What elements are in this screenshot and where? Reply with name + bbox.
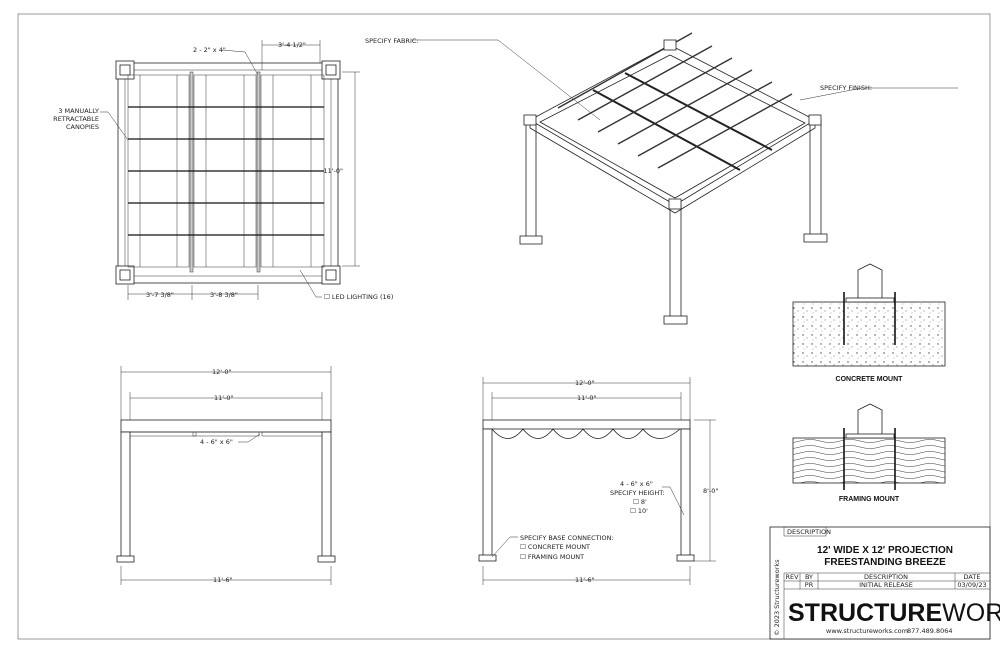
side-inner-dim: 11'-0" (577, 394, 597, 402)
bottom-left-dim: 3'-7 3/8" (146, 291, 174, 299)
description-header: DESCRIPTION (864, 573, 908, 581)
framing-mount-detail: FRAMING MOUNT (792, 403, 946, 503)
canopies-label: 3 MANUALLY (58, 107, 99, 115)
height-option-10: ☐ 10' (630, 507, 648, 515)
canopies-label: RETRACTABLE (53, 115, 99, 123)
height-option-8: ☐ 8' (633, 498, 647, 506)
canopies-label: CANOPIES (66, 123, 99, 131)
specify-height-label: SPECIFY HEIGHT: (610, 489, 665, 497)
copyright: © 2023 Structureworks (773, 559, 781, 636)
rev-date-cell: 03/09/23 (957, 581, 986, 589)
phone: 877.489.8064 (907, 627, 953, 635)
title-block: DESCRIPTION 12' WIDE X 12' PROJECTION FR… (769, 526, 1000, 640)
description-tab: DESCRIPTION (787, 528, 831, 536)
front-overall-dim: 12'-0" (212, 368, 232, 376)
bottom-mid-dim: 3'-8 3/8" (210, 291, 238, 299)
drawing-title-line1: 12' WIDE X 12' PROJECTION (817, 545, 953, 556)
rev-header: REV (785, 573, 799, 581)
base-connection-label: SPECIFY BASE CONNECTION: (520, 534, 614, 542)
side-elevation: 12'-0" 11'-0" 8'-0" 11'-6" 4 - 6" x 6" S… (478, 377, 718, 585)
by-header: BY (805, 573, 813, 581)
iso-view: SPECIFY FABRIC: SPECIFY FINISH: (365, 32, 958, 325)
side-overall-dim: 12'-0" (575, 379, 595, 387)
top-width-dim: 3'-4 1/2" (278, 41, 306, 49)
concrete-mount-detail: CONCRETE MOUNT (792, 263, 946, 383)
side-posts-label: 4 - 6" x 6" (620, 480, 653, 488)
side-base-dim: 11'-6" (575, 576, 595, 584)
framing-mount-option: ☐ FRAMING MOUNT (520, 553, 584, 561)
logo-light: WORKS (942, 599, 1000, 627)
specify-fabric-label: SPECIFY FABRIC: (365, 37, 419, 45)
plan-view: 2 - 2" x 4" 3'-4 1/2" 3 MANUALLY RETRACT… (53, 40, 393, 301)
framing-mount-title: FRAMING MOUNT (839, 496, 900, 503)
date-header: DATE (964, 573, 981, 581)
rev-description-cell: INITIAL RELEASE (859, 581, 913, 589)
front-elevation: 12'-0" 11'-0" 4 - 6" x 6" 11'-6" (116, 366, 336, 585)
front-inner-dim: 11'-0" (214, 394, 234, 402)
logo-bold: STRUCTURE (788, 599, 942, 627)
website: www.structureworks.com (826, 627, 908, 635)
side-height-dim: 8'-0" (703, 487, 718, 495)
drawing-title-line2: FREESTANDING BREEZE (824, 557, 946, 568)
rev-by-cell: PR (805, 581, 814, 589)
specify-finish-label: SPECIFY FINISH: (820, 84, 872, 92)
led-lighting-option: ☐ LED LIGHTING (16) (324, 293, 393, 301)
concrete-mount-option: ☐ CONCRETE MOUNT (520, 543, 590, 551)
front-posts-label: 4 - 6" x 6" (200, 438, 233, 446)
structureworks-logo: STRUCTUREWORKS™ (788, 599, 1000, 627)
beam-size-label: 2 - 2" x 4" (193, 46, 226, 54)
front-base-dim: 11'-6" (213, 576, 233, 584)
depth-dim: 11'-0" (323, 167, 343, 175)
sheet-border (17, 13, 991, 640)
concrete-mount-title: CONCRETE MOUNT (836, 376, 904, 383)
